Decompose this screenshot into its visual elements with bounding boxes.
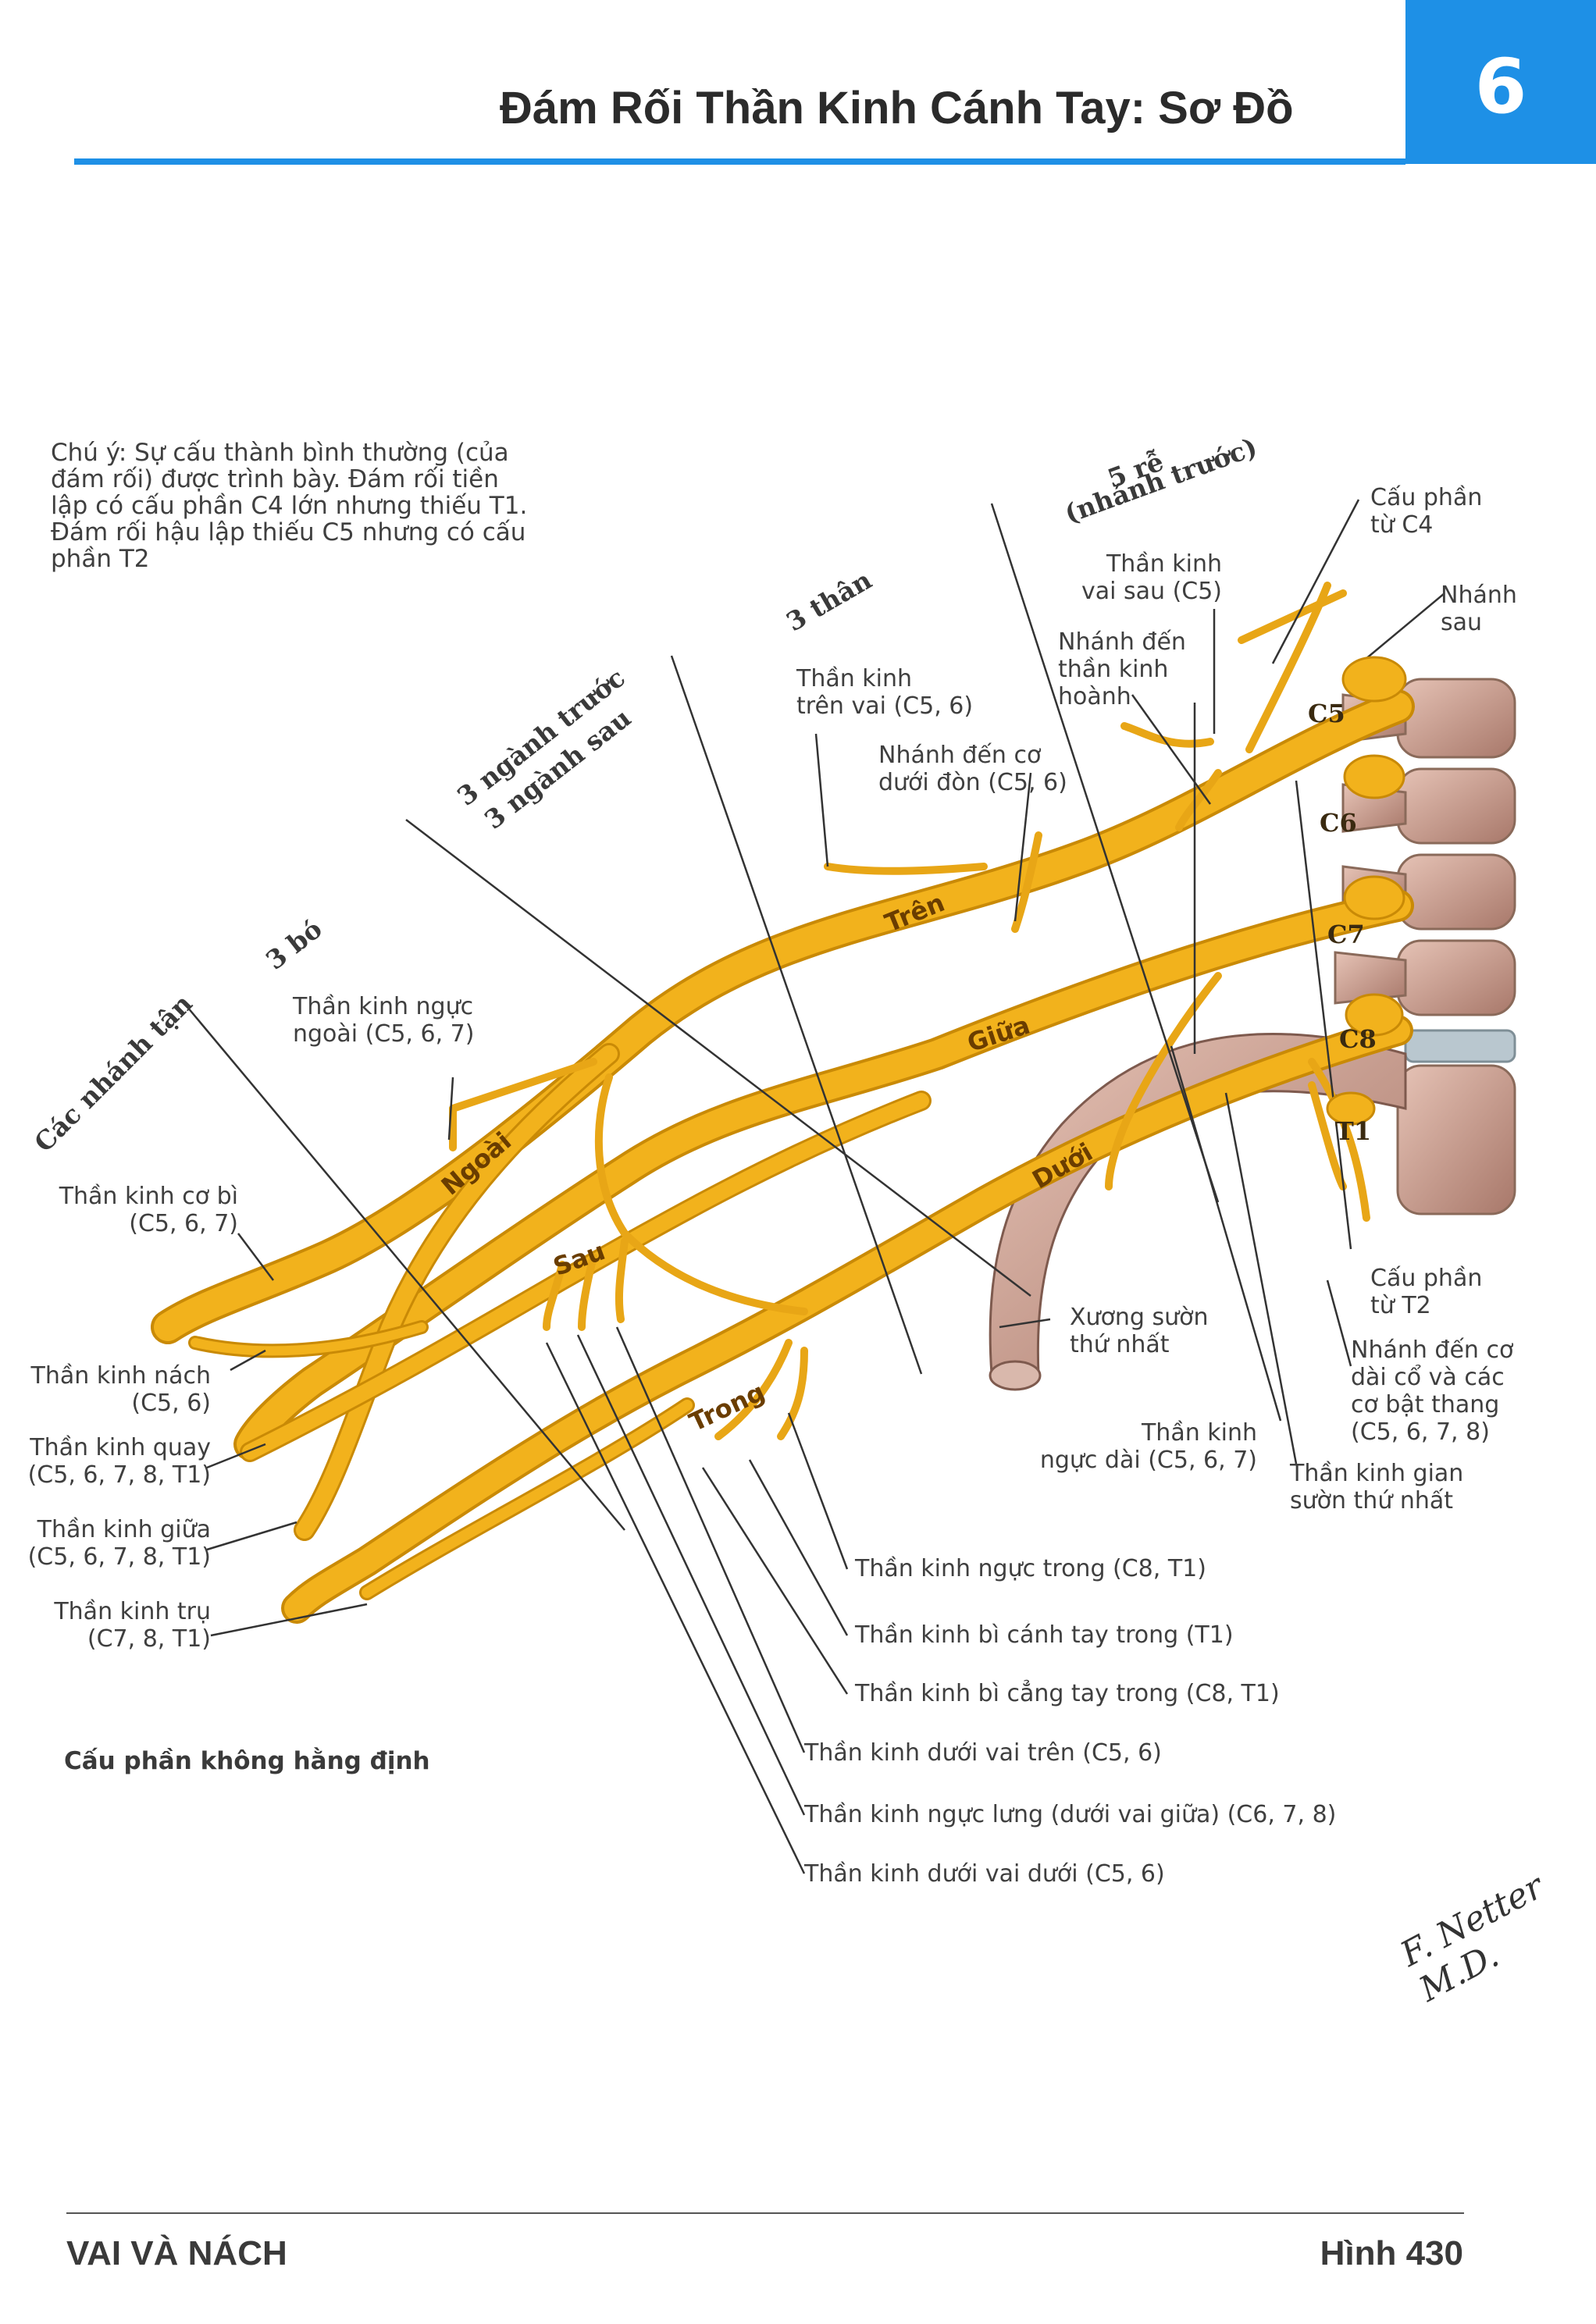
header-rule bbox=[74, 158, 1405, 165]
spinal-ganglia bbox=[1326, 656, 1407, 1126]
legend-inconstant: Cấu phần không hằng định bbox=[64, 1747, 430, 1775]
root-c8: C8 bbox=[1339, 1024, 1377, 1054]
chapter-tab: 6 bbox=[1405, 0, 1596, 164]
label-musculocutaneous: Thần kinh cơ bì (C5, 6, 7) bbox=[59, 1183, 238, 1237]
label-radial: Thần kinh quay (C5, 6, 7, 8, T1) bbox=[27, 1434, 211, 1489]
label-axillary: Thần kinh nách (C5, 6) bbox=[30, 1362, 211, 1417]
leader-lines bbox=[187, 499, 1445, 1874]
label-lateral-pectoral: Thần kinh ngực ngoài (C5, 6, 7) bbox=[293, 993, 475, 1048]
label-long-thoracic: Thần kinh ngực dài (C5, 6, 7) bbox=[1039, 1419, 1257, 1474]
label-lower-subscapular: Thần kinh dưới vai dưới (C5, 6) bbox=[804, 1860, 1165, 1888]
label-median: Thần kinh giữa (C5, 6, 7, 8, T1) bbox=[27, 1516, 211, 1571]
label-first-rib: Xương sườn thứ nhất bbox=[1070, 1304, 1209, 1358]
label-medial-antebrachial-cutaneous: Thần kinh bì cẳng tay trong (C8, T1) bbox=[855, 1680, 1280, 1707]
label-subclavius-branch: Nhánh đến cơ dưới đòn (C5, 6) bbox=[878, 742, 1067, 796]
note-text: Chú ý: Sự cấu thành bình thường (của đám… bbox=[51, 439, 528, 573]
label-medial-brachial-cutaneous: Thần kinh bì cánh tay trong (T1) bbox=[855, 1621, 1234, 1649]
label-thoracodorsal: Thần kinh ngực lưng (dưới vai giữa) (C6,… bbox=[804, 1801, 1337, 1828]
footer-figure: Hình 430 bbox=[1320, 2234, 1463, 2272]
label-suprascapular: Thần kinh trên vai (C5, 6) bbox=[796, 665, 974, 720]
label-medial-pectoral: Thần kinh ngực trong (C8, T1) bbox=[855, 1555, 1206, 1582]
label-t2-contribution: Cấu phần từ T2 bbox=[1370, 1265, 1483, 1319]
root-c7: C7 bbox=[1327, 920, 1365, 949]
label-dorsal-scapular: Thần kinh vai sau (C5) bbox=[1081, 550, 1223, 605]
label-c4-contribution: Cấu phần từ C4 bbox=[1370, 484, 1483, 539]
label-upper-subscapular: Thần kinh dưới vai trên (C5, 6) bbox=[804, 1739, 1162, 1767]
chapter-number: 6 bbox=[1474, 43, 1527, 130]
footer-rule bbox=[66, 2212, 1464, 2214]
label-posterior-branch: Nhánh sau bbox=[1441, 582, 1517, 636]
footer-section: VAI VÀ NÁCH bbox=[66, 2234, 287, 2272]
label-phrenic-branch: Nhánh đến thần kinh hoành bbox=[1058, 628, 1186, 710]
small-branches bbox=[449, 582, 1370, 1440]
label-first-intercostal: Thần kinh gian sườn thứ nhất bbox=[1290, 1460, 1464, 1514]
page-title: Đám Rối Thần Kinh Cánh Tay: Sơ Đồ bbox=[500, 83, 1294, 133]
root-t1: T1 bbox=[1335, 1116, 1372, 1146]
root-c5: C5 bbox=[1308, 699, 1345, 728]
root-c6: C6 bbox=[1320, 808, 1357, 838]
vertebral-column bbox=[1334, 678, 1516, 1215]
label-longus-scalene-branch: Nhánh đến cơ dài cổ và các cơ bật thang … bbox=[1351, 1336, 1514, 1446]
label-ulnar: Thần kinh trụ (C7, 8, T1) bbox=[54, 1598, 211, 1653]
